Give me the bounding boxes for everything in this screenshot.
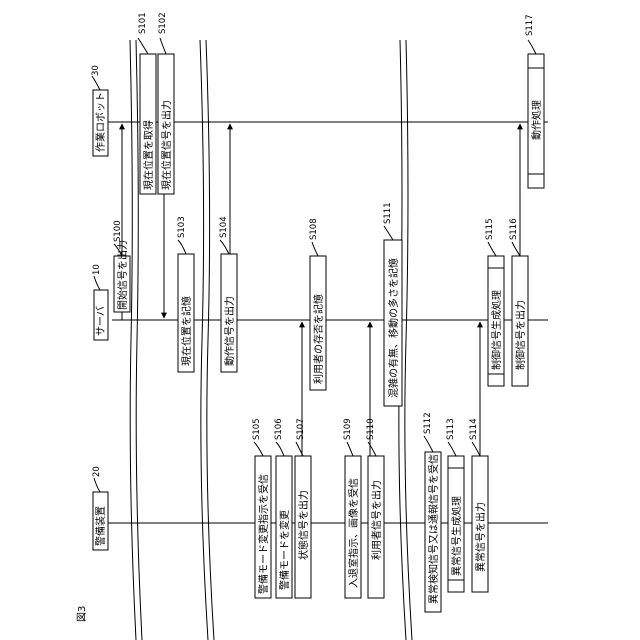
step-s105: 警備モード変更指示を受信 S105 [252,418,271,598]
step-id-s108: S108 [309,218,319,240]
step-s106: 警備モードを変更 S106 [274,418,292,598]
step-s101: 現在位置を取得 S101 [138,12,156,194]
step-s115: 制御信号生成処理 S115 [485,218,504,386]
step-leader-s101 [138,38,148,54]
step-s113: 異常信号生成処理 S113 [446,418,464,592]
step-id-s113: S113 [446,418,456,440]
entity-ref-robot: 30 [91,65,101,76]
entity-server: サーバ 10 [92,264,108,340]
step-text-s100: 開始信号を出力 [116,240,129,310]
step-s100: 開始信号を出力 S100 [113,220,130,312]
step-leader-s112 [424,436,433,452]
step-id-s104: S104 [219,216,229,238]
step-leader-s108 [312,242,318,256]
step-leader-s117 [528,40,536,54]
break-mark-3b [405,40,412,640]
step-text-s114: 異常信号を出力 [474,502,487,572]
step-s116: 制御信号を出力 S116 [509,218,528,386]
step-leader-s104 [220,240,229,254]
step-id-s109: S109 [343,418,353,440]
figure-label: 図3 [76,606,88,622]
step-id-s105: S105 [252,418,262,440]
step-text-s106: 警備モードを変更 [278,510,291,590]
step-id-s117: S117 [525,14,535,36]
step-leader-s109 [347,442,353,456]
step-leader-s115 [488,242,496,256]
step-leader-s113 [448,442,456,456]
step-leader-s116 [512,242,520,256]
step-s117: 動作処理 S117 [525,14,544,188]
step-text-s104: 動作信号を出力 [223,296,236,366]
step-id-s107: S107 [296,418,306,440]
entity-robot: 作業ロボット 30 [91,65,108,156]
step-s107: 状態信号を出力 S107 [295,418,311,598]
step-s110: 利用者信号を出力 S110 [366,418,384,598]
step-text-s113: 異常信号生成処理 [450,496,463,576]
step-id-s112: S112 [423,412,433,434]
step-id-s102: S102 [158,12,168,34]
entity-ref-alarm: 20 [92,466,102,477]
entity-name-server: サーバ [95,306,107,336]
step-s112: 異常検知信号又は通報信号を受信 S112 [423,412,441,612]
step-id-s110: S110 [366,418,376,440]
step-text-s102: 現在位置信号を出力 [160,100,173,190]
step-text-s111: 混雑の有無、移動の多さを記憶 [387,258,400,398]
step-id-s103: S103 [177,216,187,238]
entity-ref-server: 10 [92,264,102,275]
step-s109: 入退室指示、画像を受信 S109 [343,418,361,598]
step-s102: 現在位置信号を出力 S102 [158,12,174,194]
step-id-s111: S111 [383,202,393,224]
step-leader-s103 [178,240,186,254]
entity-alarm: 警備装置 20 [92,466,108,550]
step-leader-s102 [160,38,166,54]
step-id-s114: S114 [469,418,479,440]
step-id-s100: S100 [113,220,123,242]
step-id-s106: S106 [274,418,284,440]
step-text-s117: 動作処理 [530,100,543,140]
step-text-s108: 利用者の存否を記憶 [312,294,325,384]
break-mark-2 [200,40,208,640]
step-text-s116: 制御信号を出力 [514,300,527,370]
step-leader-s110 [368,442,376,456]
step-text-s105: 警備モード変更指示を受信 [257,474,270,594]
step-leader-s105 [254,442,263,456]
step-id-s116: S116 [509,218,519,240]
entity-ref-leader-robot [92,76,100,90]
step-text-s110: 利用者信号を出力 [370,480,383,560]
step-s111: 混雑の有無、移動の多さを記憶 S111 [383,202,402,406]
step-s114: 異常信号を出力 S114 [469,418,488,592]
step-s108: 利用者の存否を記憶 S108 [309,218,326,390]
entity-ref-leader-alarm [94,478,100,492]
step-s103: 現在位置を記憶 S103 [177,216,194,372]
step-text-s101: 現在位置を取得 [142,120,155,190]
step-leader-s106 [276,442,284,456]
entity-name-robot: 作業ロボット [94,92,107,152]
step-text-s109: 入退室指示、画像を受信 [347,478,360,588]
step-leader-s114 [472,442,480,456]
step-id-s115: S115 [485,218,495,240]
step-s104: 動作信号を出力 S104 [219,216,237,372]
step-id-s101: S101 [138,12,148,34]
entity-ref-leader-server [94,276,100,290]
step-text-s103: 現在位置を記憶 [180,296,193,366]
entity-name-alarm: 警備装置 [94,506,107,546]
step-leader-s111 [384,226,393,240]
step-text-s115: 制御信号生成処理 [490,290,503,370]
break-mark-1 [130,40,136,640]
step-text-s107: 状態信号を出力 [297,490,310,560]
break-mark-2b [206,40,214,640]
step-text-s112: 異常検知信号又は通報信号を受信 [427,454,440,604]
